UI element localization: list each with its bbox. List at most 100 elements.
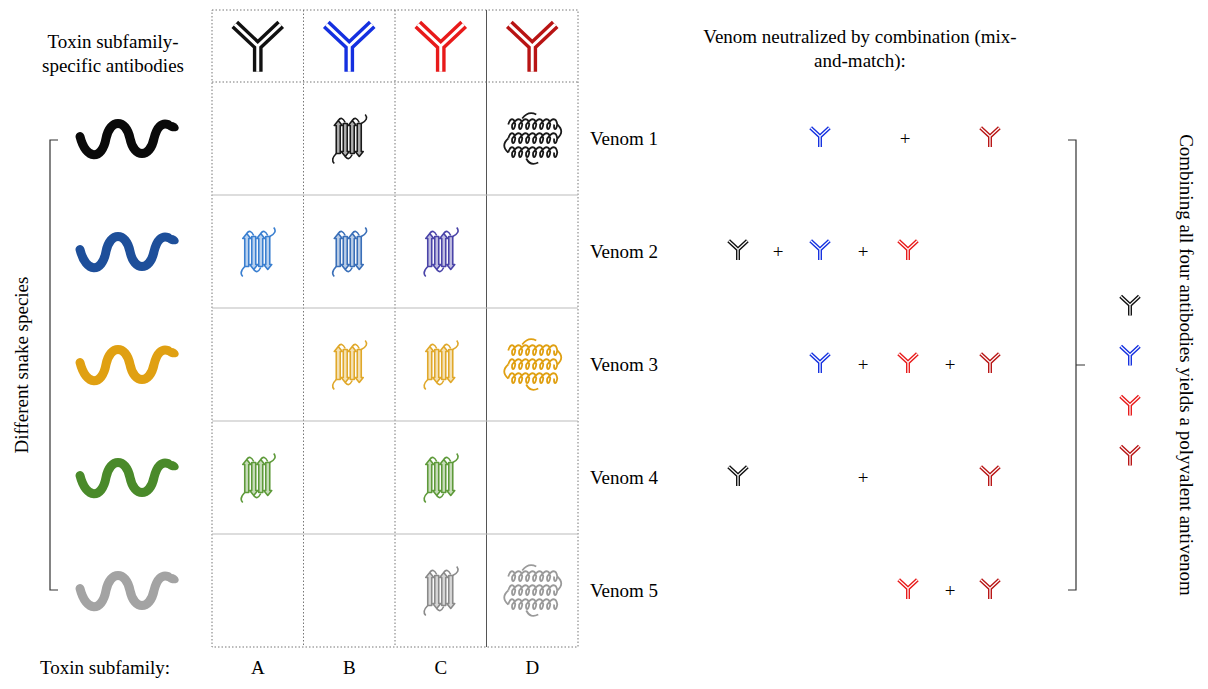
loop [345,155,352,159]
antibody-gap [899,580,918,599]
antibody-gap [1121,446,1140,465]
antibody-icon [1121,396,1140,415]
beta-strand [440,347,448,380]
beta-strand [264,237,272,270]
snake-icon [80,572,180,607]
beta-strand [440,460,448,493]
antibody-outer [509,24,555,71]
antibody-icon [729,467,748,486]
beta-strand [426,573,434,606]
loop [437,268,444,272]
antibody-gap [899,354,918,373]
antibody-outer [729,241,748,260]
beta-strand [433,237,441,270]
loop [241,228,275,277]
snake-body [80,576,168,607]
loop [345,268,352,272]
antibody-icon [981,580,1000,599]
row-line [212,421,578,422]
venom-label: Venom 4 [590,466,680,490]
alpha-helix [508,373,557,383]
side-note: Combining all four antibodies yields a p… [1174,134,1198,596]
beta-strand [348,234,356,267]
beta-strand [426,234,434,267]
loop [444,231,451,235]
loop [522,339,538,390]
axis-label: Different snake species [10,277,34,454]
loop [557,577,561,591]
loop [430,344,437,348]
protein-sheet-icon [424,454,458,503]
plus-sign: + [858,353,869,377]
row-line [212,82,578,83]
antibody-icon [981,467,1000,486]
loop [522,565,538,616]
snake-icon [80,120,180,155]
beta-strand [447,576,455,609]
beta-strand [355,350,363,383]
antibody-outer [811,128,830,147]
plus-sign: + [945,353,956,377]
loop [444,344,451,348]
column-letter: C [434,656,447,680]
beta-strand [426,347,434,380]
bracket [1068,140,1085,590]
antibody-gap [811,241,830,260]
antibody-icon [811,354,830,373]
antibody-outer [811,241,830,260]
snake-head [164,120,180,133]
loop [261,231,268,235]
antibody-outer [1121,346,1140,365]
antibody-outer [1121,446,1140,465]
beta-strand [264,463,272,496]
snake-body [80,124,168,155]
beta-strand [433,463,441,496]
antibody-gap [981,354,1000,373]
loop [247,457,254,461]
beta-strand [447,350,455,383]
snake-icon [80,459,180,494]
antibody-gap [1121,396,1140,415]
antibody-outer [981,128,1000,147]
protein-helix-icon [504,113,561,164]
snake-head [164,459,180,472]
beta-strand [355,124,363,157]
antibody-icon [235,24,281,71]
antibody-outer [811,354,830,373]
antibody-outer [981,354,1000,373]
antibody-icon [326,24,372,71]
beta-strand [250,237,258,270]
antibody-outer [981,580,1000,599]
protein-helix-icon [504,339,561,390]
antibody-gap [729,241,748,260]
loop [352,231,359,235]
beta-strand [426,460,434,493]
beta-strand [447,463,455,496]
loop [504,139,508,153]
alpha-helix [508,599,557,609]
protein-sheet-icon [333,341,367,390]
antibody-outer [326,24,372,71]
alpha-helix [508,359,557,369]
beta-strand [447,237,455,270]
alpha-helix [508,133,557,143]
antibody-gap [981,128,1000,147]
antibody-gap [899,241,918,260]
venom-label: Venom 1 [590,127,680,151]
antibody-gap [235,24,281,71]
loop [504,365,508,379]
alpha-helix [508,147,557,157]
antibody-gap [1121,346,1140,365]
antibody-icon [1121,296,1140,315]
loop [444,457,451,461]
antibody-icon [899,580,918,599]
antibody-icon [899,354,918,373]
snake-body [80,350,168,381]
beta-strand [433,350,441,383]
bracket [50,140,58,590]
beta-strand [257,460,265,493]
protein-sheet-icon [424,567,458,616]
loop [424,228,458,277]
beta-strand [341,124,349,157]
column-line [395,10,396,647]
